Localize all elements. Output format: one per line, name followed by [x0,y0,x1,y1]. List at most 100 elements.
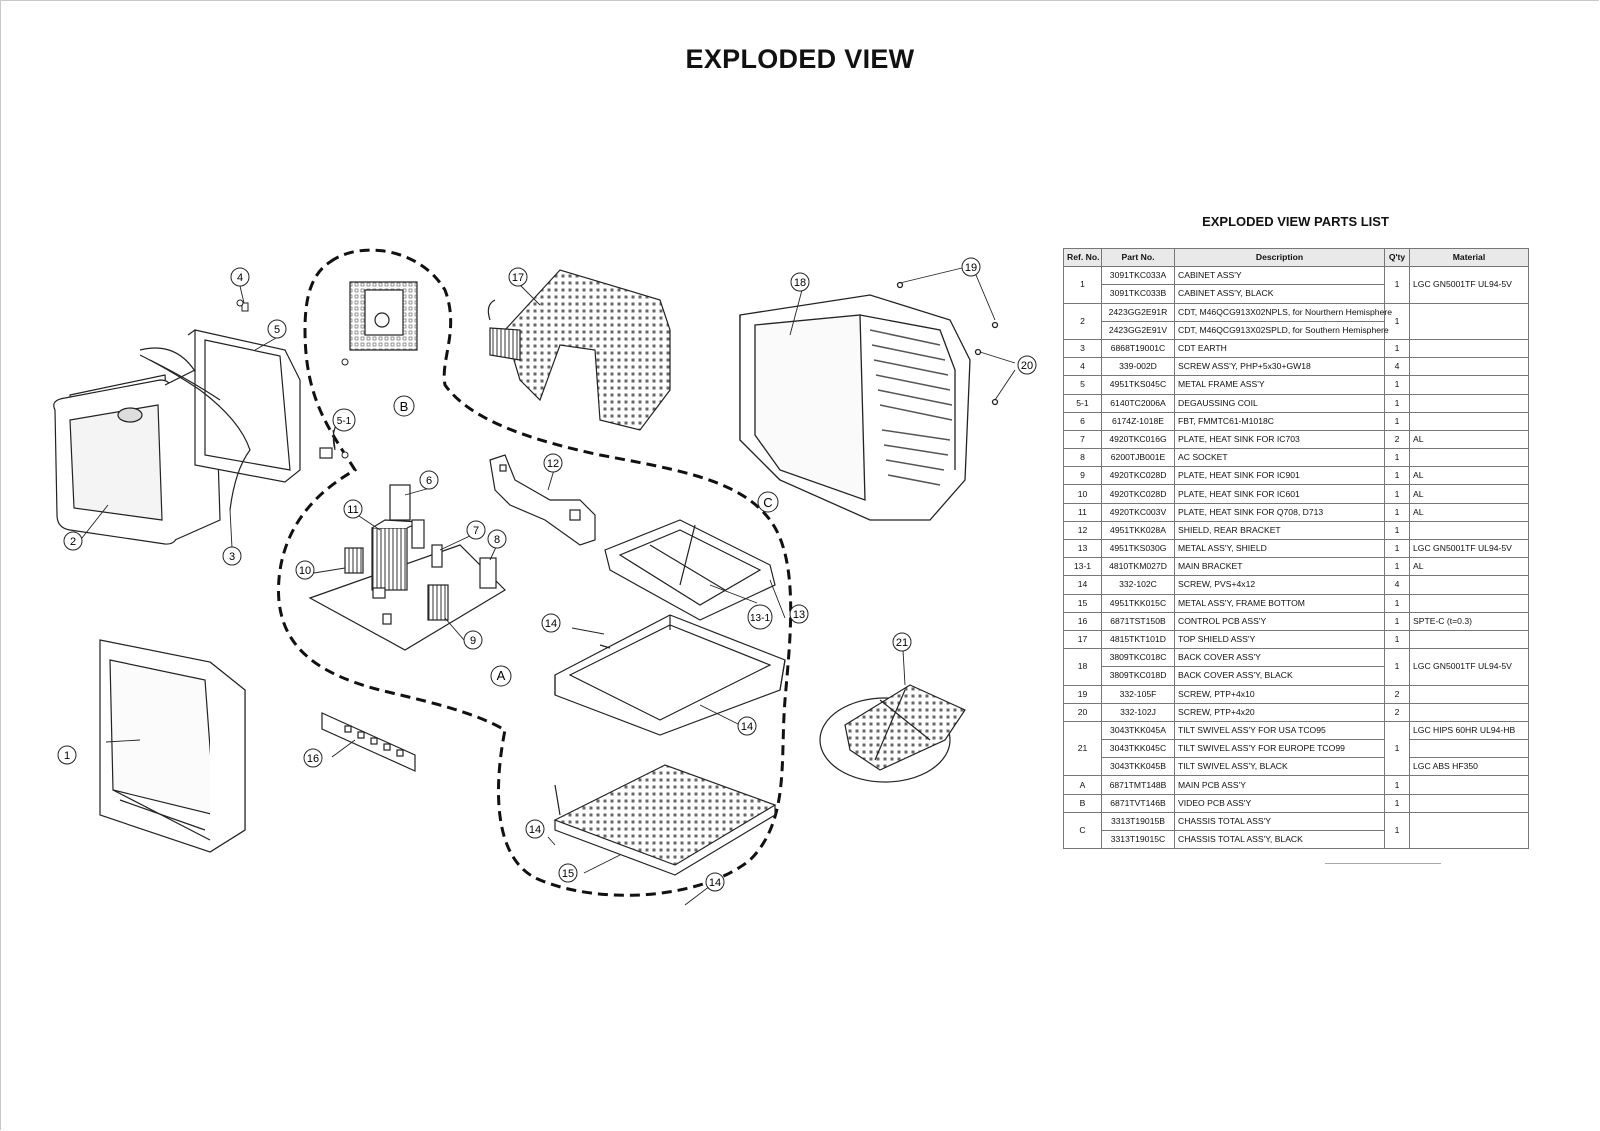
callout-2-label: 2 [70,536,76,548]
cell-part-no: 4951TKS045C [1101,375,1175,395]
cell-material [1409,575,1529,595]
callout-6-label: 6 [426,475,432,487]
callout-19: 19 [961,257,981,277]
cell-description: VIDEO PCB ASS'Y [1174,793,1385,813]
screw-drawings [236,299,349,459]
cell-description: BACK COVER ASS'Y, BLACK [1174,666,1385,686]
cell-part-no: 2423GG2E91R [1101,302,1175,322]
header-material: Material [1409,247,1529,268]
cell-material: AL [1409,429,1529,450]
callout-C: C [757,491,779,513]
cell-description: METAL FRAME ASS'Y [1174,375,1385,395]
cell-description: TOP SHIELD ASS'Y [1174,629,1385,650]
callout-5: 5 [267,319,287,339]
callout-19-label: 19 [965,262,977,274]
callout-14b-label: 14 [741,721,753,733]
frame-bottom-drawing [553,764,777,876]
callout-14d-label: 14 [709,877,721,889]
cell-part-no: 4951TKK028A [1101,520,1175,541]
callout-17: 17 [508,267,528,287]
cell-qty: 2 [1384,702,1410,722]
cell-ref: 1 [1063,266,1102,304]
cell-qty: 4 [1384,575,1410,595]
cell-part-no: 2423GG2E91V [1101,320,1175,340]
cell-qty: 1 [1384,448,1410,468]
callout-16: 16 [303,748,323,768]
rear-bracket-drawing [489,454,596,546]
cell-part-no: 332-102J [1101,702,1175,722]
cell-ref: 13-1 [1063,557,1102,577]
cell-description: SHIELD, REAR BRACKET [1174,520,1385,541]
callout-14a: 14 [541,613,561,633]
cell-part-no: 4920TKC016G [1101,429,1175,450]
cell-description: CONTROL PCB ASS'Y [1174,611,1385,631]
callout-B-label: B [400,399,409,414]
cabinet-front-drawing [99,639,246,853]
cell-material: LGC ABS HF350 [1409,757,1529,777]
cell-part-no: 3091TKC033B [1101,284,1175,304]
cell-qty: 1 [1384,502,1410,522]
callout-21: 21 [892,632,912,652]
cell-ref: 8 [1063,448,1102,468]
cell-ref: 17 [1063,629,1102,650]
callout-8-label: 8 [494,534,500,546]
cell-qty: 1 [1384,557,1410,577]
cell-ref: 20 [1063,702,1102,722]
callout-C-label: C [763,495,772,510]
cell-material [1409,775,1529,795]
callout-3-label: 3 [229,551,235,563]
cell-ref: 21 [1063,720,1102,777]
callout-14c-label: 14 [529,824,541,836]
cell-material [1409,338,1529,359]
header-part-no: Part No. [1101,247,1175,268]
cell-qty: 1 [1384,393,1410,413]
assembly-boundary [277,248,793,897]
header-description: Description [1174,247,1385,268]
header-qty: Q'ty [1384,247,1410,268]
cell-description: BACK COVER ASS'Y [1174,648,1385,668]
metal-shield-drawing [554,614,786,736]
cell-qty: 1 [1384,611,1410,631]
parts-list-title: EXPLODED VIEW PARTS LIST [1202,214,1389,229]
callout-4-label: 4 [237,272,243,284]
callouts: 1 2 3 4 5 5-1 6 7 8 9 10 11 12 13 13-1 1… [57,257,1037,892]
cell-description: PLATE, HEAT SINK FOR IC601 [1174,484,1385,504]
callout-2: 2 [63,531,83,551]
cell-material: AL [1409,466,1529,486]
callout-3: 3 [222,546,242,566]
cell-qty: 1 [1384,648,1410,686]
cell-description: SCREW ASS'Y, PHP+5x30+GW18 [1174,357,1385,377]
cell-description: SCREW, PTP+4x20 [1174,702,1385,722]
exploded-view-diagram: 1 2 3 4 5 5-1 6 7 8 9 10 11 12 13 13-1 1… [53,248,1037,906]
callout-16-label: 16 [307,753,319,765]
cell-material: AL [1409,484,1529,504]
cell-ref: 6 [1063,411,1102,431]
cell-ref: 15 [1063,593,1102,613]
cell-material: AL [1409,557,1529,577]
cell-material: LGC GN5001TF UL94-5V [1409,648,1529,686]
leader-lines [81,267,1016,906]
cell-qty: 1 [1384,466,1410,486]
cell-ref: 14 [1063,575,1102,595]
cell-description: TILT SWIVEL ASS'Y FOR USA TCO95 [1174,720,1385,741]
cell-material [1409,702,1529,722]
cell-part-no: 6200TJB001E [1101,448,1175,468]
callout-A: A [490,665,512,687]
callout-4: 4 [230,267,250,287]
cell-ref: 3 [1063,338,1102,359]
cell-qty: 1 [1384,538,1410,559]
cell-material [1409,448,1529,468]
cdt-tube-drawing [53,347,221,545]
